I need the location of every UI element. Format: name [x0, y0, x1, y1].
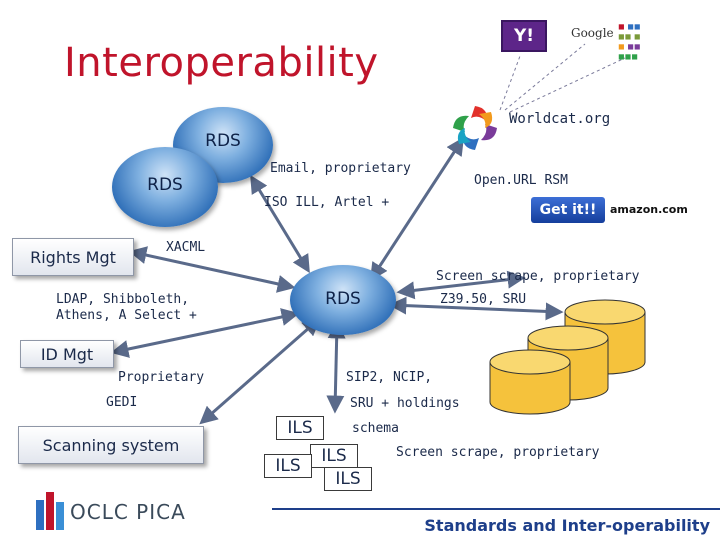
- rds-center-ellipse: RDS: [290, 265, 396, 335]
- athens-label: Athens, A Select +: [56, 308, 197, 323]
- arrow-rds-z3950: [388, 296, 564, 321]
- arrow-rds-rds: [250, 174, 310, 274]
- google-logo-icon: Google: [571, 26, 614, 40]
- amazon-logo-icon: amazon.com: [610, 203, 688, 216]
- yahoo-logo-icon: Y!: [501, 20, 547, 52]
- oclc-pica-logo: OCLC PICA: [70, 500, 186, 524]
- ils-box-3: ILS: [264, 454, 312, 478]
- ils-box-1: ILS: [276, 416, 324, 440]
- screen-scrape-bottom-label: Screen scrape, proprietary: [396, 445, 600, 460]
- footer-bar: [272, 508, 720, 540]
- arrow-rds-scanning: [199, 317, 321, 425]
- proprietary-label: Proprietary: [118, 370, 205, 385]
- arrow-rds-rights: [128, 246, 296, 293]
- rds-center-label: RDS: [325, 289, 361, 309]
- scanning-system-box: Scanning system: [18, 426, 204, 464]
- getit-button-logo: Get it!!: [531, 197, 605, 223]
- arrow-rds-worldcat: [370, 136, 464, 282]
- z3950-label: Z39.50, SRU: [440, 292, 527, 307]
- worldcat-label: Worldcat.org: [509, 111, 611, 127]
- id-mgt-box: ID Mgt: [20, 340, 114, 368]
- dash-worldcat-yahoo: [499, 55, 521, 111]
- rds-back-ellipse: RDS: [173, 107, 273, 183]
- ils-box-2: ILS: [310, 444, 358, 468]
- rds-front-ellipse: RDS: [112, 147, 218, 227]
- iso-ill-label: ISO ILL, Artel +: [264, 195, 390, 210]
- dash-worldcat-cloud: [509, 57, 626, 113]
- cylinder-3: [489, 349, 571, 415]
- arrow-rds-screen: [396, 270, 526, 300]
- xacml-label: XACML: [166, 240, 206, 255]
- oclc-logo-mark-icon: [36, 492, 64, 530]
- ldap-label: LDAP, Shibboleth,: [56, 292, 190, 307]
- dash-worldcat-google: [504, 43, 586, 111]
- sru-holdings-label: SRU + holdings: [350, 396, 460, 411]
- database-cylinders: [489, 299, 646, 415]
- sip2-label: SIP2, NCIP,: [346, 370, 433, 385]
- email-proprietary-label: Email, proprietary: [270, 161, 411, 176]
- schema-label: schema: [352, 421, 399, 436]
- arrow-rds-ils: [326, 320, 346, 414]
- tag-cloud-icon: ◼ ◼◼ ◼◼ ◼ ◼ ◼◼ ◼◼◼: [618, 22, 641, 61]
- ils-box-4: ILS: [324, 467, 372, 491]
- rds-front-label: RDS: [147, 175, 183, 195]
- screen-scrape-top-label: Screen scrape, proprietary: [436, 269, 640, 284]
- rights-mgt-box: Rights Mgt: [12, 238, 134, 276]
- gedi-label: GEDI: [106, 395, 138, 410]
- openurl-label: Open.URL RSM: [474, 173, 568, 188]
- worldcat-logo-icon: [453, 106, 497, 150]
- page-title: Interoperability: [64, 40, 379, 86]
- footer-title: Standards and Inter-operability: [424, 516, 710, 535]
- rds-back-label: RDS: [205, 131, 241, 151]
